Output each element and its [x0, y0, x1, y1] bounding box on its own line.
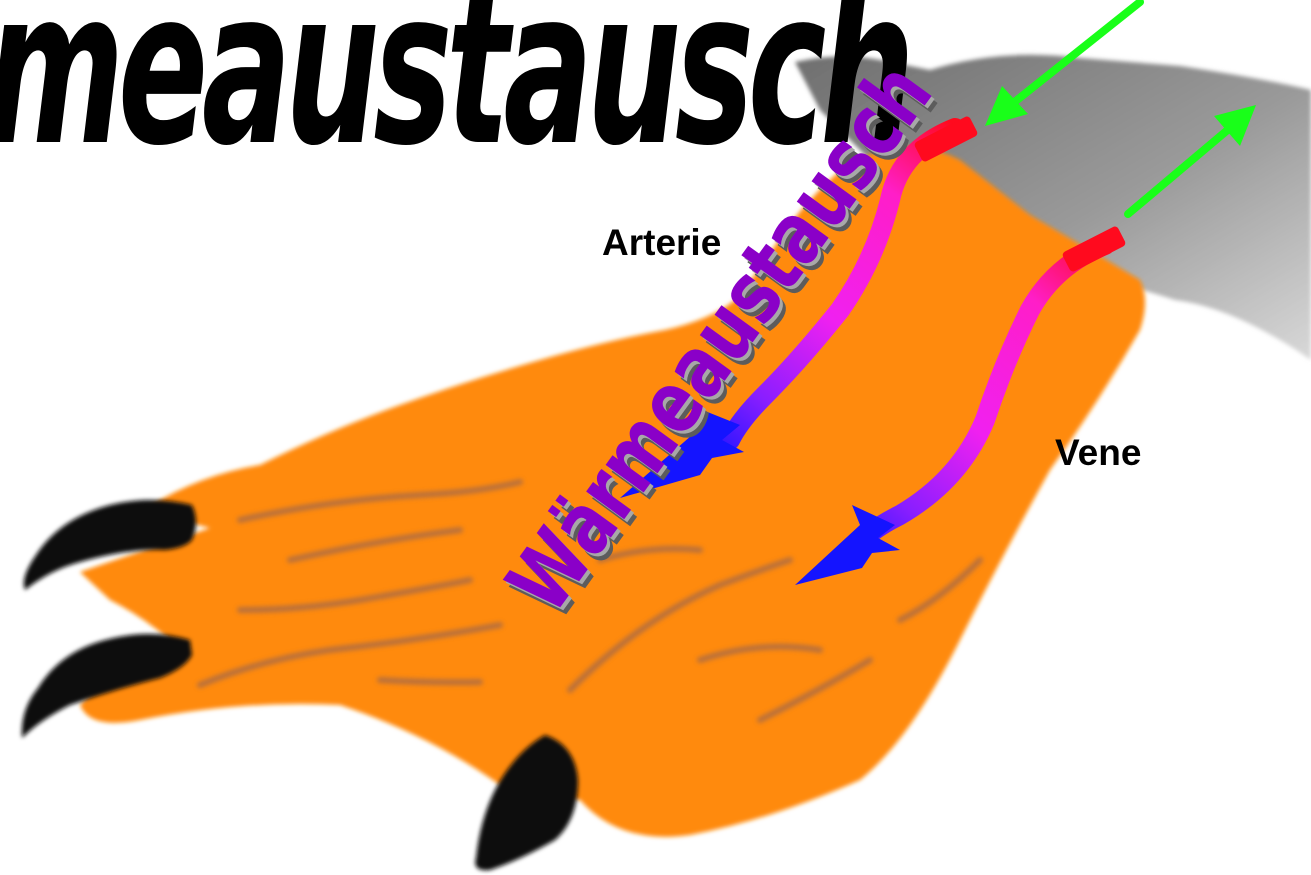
page-title: meaustausch	[0, 0, 909, 176]
artery-label: Arterie	[602, 222, 721, 264]
vein-label: Vene	[1055, 432, 1141, 474]
